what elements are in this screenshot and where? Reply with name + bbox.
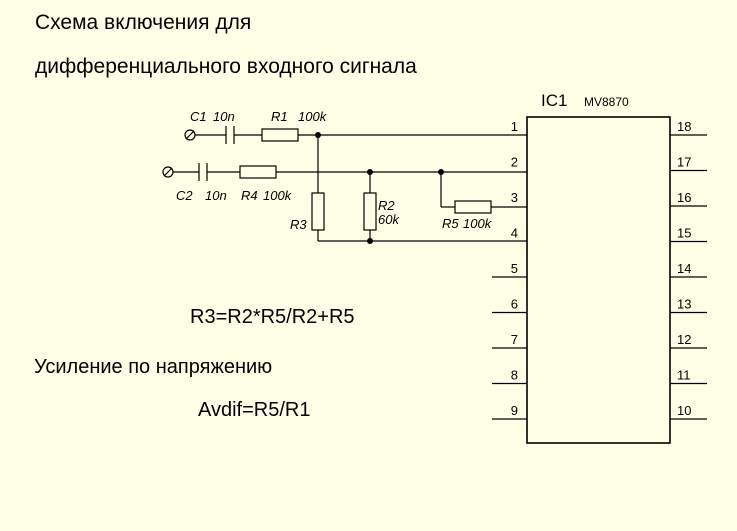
pin-number-right: 17 — [677, 155, 691, 170]
r2-value: 60k — [378, 212, 400, 227]
input-terminal-1 — [184, 129, 196, 141]
ic-ref: IC1 — [541, 91, 567, 110]
c1-value: 10n — [213, 109, 235, 124]
r2-ref: R2 — [378, 198, 395, 213]
capacitor-c2 — [198, 163, 208, 181]
pin-number-right: 14 — [677, 261, 691, 276]
input-terminal-2 — [162, 166, 174, 178]
pin-number-left: 7 — [511, 332, 518, 347]
pin-number-left: 3 — [511, 190, 518, 205]
pin-number-left: 4 — [511, 226, 518, 241]
pin-number-left: 9 — [511, 403, 518, 418]
pin-number-left: 8 — [511, 368, 518, 383]
ic-body — [526, 116, 671, 444]
resistor-r1 — [261, 128, 299, 142]
resistor-r3 — [311, 192, 325, 231]
r3-formula: R3=R2*R5/R2+R5 — [190, 306, 355, 328]
c2-ref: C2 — [176, 188, 193, 203]
resistor-r4 — [239, 165, 277, 179]
r4-ref: R4 — [241, 188, 258, 203]
gain-formula: Avdif=R5/R1 — [198, 399, 310, 421]
resistor-r2 — [363, 192, 377, 231]
pin-number-right: 11 — [677, 368, 691, 383]
r1-ref: R1 — [271, 109, 288, 124]
r4-value: 100k — [263, 188, 293, 203]
gain-label: Усиление по напряжению — [34, 356, 272, 378]
junction-dot — [438, 169, 444, 175]
title-line-1: Схема включения для — [35, 11, 251, 34]
junction-dot — [367, 238, 373, 244]
pin-number-right: 15 — [677, 226, 691, 241]
junction-dot — [315, 132, 321, 138]
pin-number-left: 5 — [511, 261, 518, 276]
capacitor-c1 — [225, 126, 235, 144]
r3-ref: R3 — [290, 217, 307, 232]
r5-ref: R5 — [442, 216, 459, 231]
pin-number-left: 2 — [511, 155, 518, 170]
junction-dot — [367, 169, 373, 175]
pin-number-right: 18 — [677, 119, 691, 134]
title-line-2: дифференциального входного сигнала — [35, 55, 417, 78]
pin-number-right: 12 — [677, 332, 691, 347]
r5-value: 100k — [463, 216, 493, 231]
ic-part-number: MV8870 — [584, 95, 629, 109]
pin-number-right: 10 — [677, 403, 691, 418]
pin-number-right: 16 — [677, 190, 691, 205]
c1-ref: C1 — [190, 109, 207, 124]
pin-number-right: 13 — [677, 297, 691, 312]
pin-number-left: 1 — [511, 119, 518, 134]
pin-number-left: 6 — [511, 297, 518, 312]
r1-value: 100k — [298, 109, 328, 124]
resistor-r5 — [454, 200, 492, 214]
c2-value: 10n — [205, 188, 227, 203]
